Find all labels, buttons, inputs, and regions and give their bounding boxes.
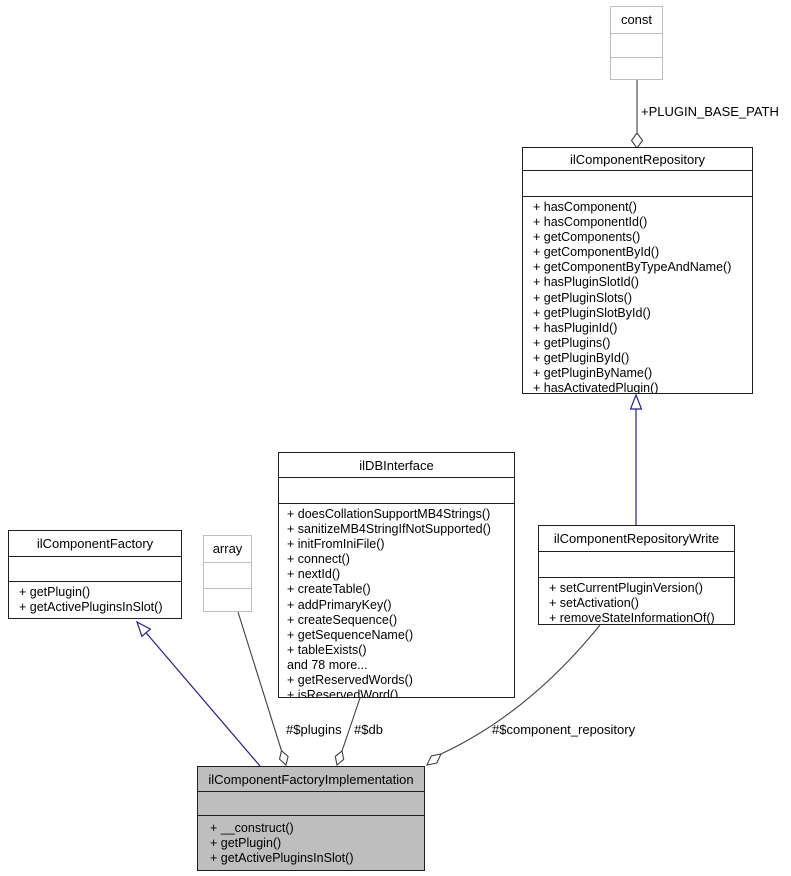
class-box-ilComponentFactoryImplementation[interactable]: ilComponentFactoryImplementation + __con… (197, 766, 425, 871)
member-row: + isReservedWord() (287, 688, 399, 697)
class-title: ilDBInterface (279, 453, 514, 478)
member-row: + addPrimaryKey() (287, 597, 392, 612)
member-row: + getComponents() (533, 230, 641, 245)
member-row: + getPluginById() (533, 350, 630, 365)
class-box-array: array (203, 535, 252, 612)
member-row: + doesCollationSupportMB4Strings() (287, 507, 491, 521)
member-row: + __construct() (210, 821, 294, 835)
member-row: + hasPluginSlotId() (533, 275, 639, 290)
member-row: + sanitizeMB4StringIfNotSupported() (287, 522, 491, 537)
member-row: + setCurrentPluginVersion() (549, 581, 703, 595)
class-methods: + doesCollationSupportMB4Strings()+ sani… (279, 504, 514, 697)
member-row: + nextId() (287, 567, 341, 582)
edge-label-plugins: #$plugins (286, 722, 342, 737)
member-row: + getActivePluginsInSlot() (19, 600, 163, 615)
member-row: + getPlugin() (19, 585, 91, 599)
member-row: + removeStateInformationOf() (549, 611, 715, 624)
edge-label-plugin-base-path: +PLUGIN_BASE_PATH (641, 104, 779, 119)
class-methods (611, 58, 662, 79)
class-methods: + __construct()+ getPlugin()+ getActiveP… (198, 816, 424, 870)
member-row: + tableExists() (287, 642, 367, 657)
member-row: + getActivePluginsInSlot() (210, 851, 354, 866)
member-row: + hasPluginId() (533, 320, 618, 335)
member-row: + getComponentById() (533, 245, 660, 260)
member-row: + getPluginByName() (533, 366, 653, 381)
edge-label-component-repository: #$component_repository (492, 722, 636, 737)
class-methods (204, 589, 251, 611)
member-row: + connect() (287, 552, 350, 567)
class-title: ilComponentFactoryImplementation (198, 767, 424, 792)
member-row: + createTable() (287, 582, 371, 597)
class-attributes-empty (539, 552, 734, 578)
member-row: + initFromIniFile() (287, 537, 385, 552)
member-row: + getPlugins() (533, 335, 611, 350)
class-title: ilComponentRepositoryWrite (539, 526, 734, 552)
member-row: + getComponentByTypeAndName() (533, 260, 732, 275)
edge-impl-inherits-factory (135, 620, 261, 767)
class-title: array (204, 536, 251, 563)
member-row: + getPlugin() (210, 836, 282, 851)
class-box-ilComponentFactory[interactable]: ilComponentFactory + getPlugin()+ getAct… (8, 530, 182, 619)
class-attributes-empty (611, 34, 662, 58)
class-box-ilComponentRepositoryWrite[interactable]: ilComponentRepositoryWrite + setCurrentP… (538, 525, 735, 625)
class-title: ilComponentFactory (9, 531, 181, 557)
class-box-const: const (610, 6, 663, 80)
member-row: + setActivation() (549, 596, 639, 611)
class-box-ilComponentRepository[interactable]: ilComponentRepository + hasComponent()+ … (522, 147, 753, 394)
class-attributes-empty (523, 171, 752, 197)
member-row: + getPluginSlots() (533, 290, 633, 305)
edge-label-db: #$db (354, 722, 383, 737)
class-title: ilComponentRepository (523, 148, 752, 171)
member-row: and 78 more... (287, 657, 368, 672)
class-methods: + getPlugin()+ getActivePluginsInSlot() (9, 582, 181, 618)
member-row: + getReservedWords() (287, 673, 413, 688)
class-methods: + hasComponent()+ hasComponentId()+ getC… (523, 197, 752, 393)
edge-write-inherits-repository (629, 393, 643, 525)
member-row: + getSequenceName() (287, 627, 414, 642)
member-row: + createSequence() (287, 612, 398, 627)
class-box-ilDBInterface[interactable]: ilDBInterface + doesCollationSupportMB4S… (278, 452, 515, 698)
class-attributes-empty (204, 563, 251, 589)
member-row: + getPluginSlotById() (533, 305, 651, 320)
member-row: + hasComponent() (533, 200, 637, 214)
class-title: const (611, 7, 662, 34)
class-attributes-empty (9, 557, 181, 582)
member-row: + hasActivatedPlugin() (533, 381, 659, 393)
class-attributes-empty (198, 792, 424, 816)
member-row: + hasComponentId() (533, 215, 648, 230)
class-attributes-empty (279, 478, 514, 504)
class-methods: + setCurrentPluginVersion()+ setActivati… (539, 578, 734, 624)
